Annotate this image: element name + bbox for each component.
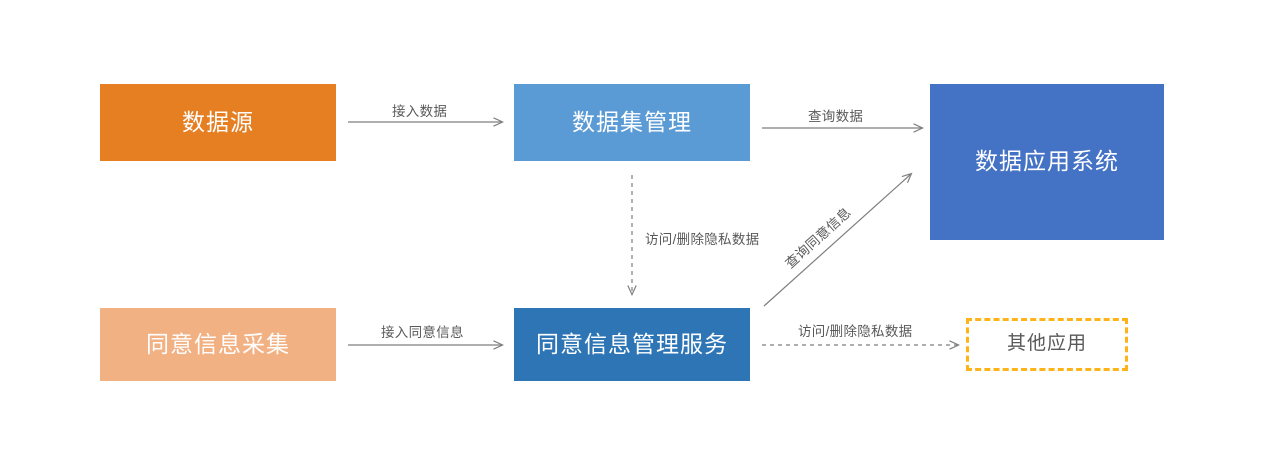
edge-label-access-delete-private-data-horizontal: 访问/删除隐私数据 [798, 324, 913, 339]
node-consent-collection[interactable]: 同意信息采集 [100, 308, 336, 381]
edge-label-ingest-consent-info: 接入同意信息 [381, 325, 464, 340]
edge-label-query-consent-info: 查询同意信息 [782, 204, 854, 272]
node-dataset-management[interactable]: 数据集管理 [514, 84, 750, 161]
edge-label-access-delete-private-data-vertical: 访问/删除隐私数据 [645, 232, 760, 247]
edge-label-ingest-data: 接入数据 [392, 104, 448, 119]
edge-label-query-data: 查询数据 [808, 109, 864, 124]
node-consent-management-service[interactable]: 同意信息管理服务 [514, 308, 750, 381]
node-other-applications[interactable]: 其他应用 [966, 318, 1128, 371]
node-data-source[interactable]: 数据源 [100, 84, 336, 161]
arrow-query-consent-info [763, 174, 911, 307]
node-data-application-system[interactable]: 数据应用系统 [930, 84, 1164, 240]
